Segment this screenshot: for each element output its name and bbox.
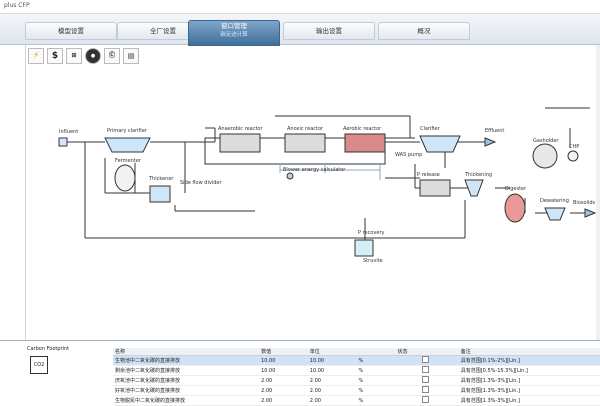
main-tabs: 模型设置 全厂设置 窗口管理碳足迹计算 输出设置 概况: [0, 14, 600, 46]
anaerobic-reactor[interactable]: [219, 133, 261, 153]
p-recovery-unit[interactable]: [354, 239, 374, 257]
label-biosolids: Biosolids: [573, 200, 596, 206]
table-header: 名称 数值 单位 状态 备注: [113, 348, 600, 356]
p-release-tank[interactable]: [419, 179, 451, 197]
aerobic-reactor[interactable]: [344, 133, 386, 153]
title-bar: plus CFP: [0, 0, 600, 14]
label-clarifier: Clarifier: [420, 126, 440, 132]
label-chp: CHP: [569, 144, 580, 150]
influent-node[interactable]: [58, 137, 68, 147]
blower-energy-calculator[interactable]: [286, 172, 294, 180]
fermenter[interactable]: [114, 164, 136, 192]
flow-diagram: [58, 107, 597, 257]
row-checkbox[interactable]: [421, 386, 429, 393]
tab-model-settings[interactable]: 模型设置: [25, 22, 117, 40]
label-blower-energy: Blower energy calculator: [283, 167, 346, 173]
digester[interactable]: [504, 193, 526, 223]
footprint-label: Carbon Footprint: [27, 346, 70, 352]
chp-unit[interactable]: [567, 150, 579, 162]
lightning-icon[interactable]: ⚡: [28, 48, 44, 64]
label-thickener: Thickener: [149, 176, 174, 182]
label-primary-clarifier: Primary clarifier: [107, 128, 147, 134]
tab-window-management[interactable]: 窗口管理碳足迹计算: [188, 20, 280, 46]
footprint-icon[interactable]: CO2: [30, 356, 48, 374]
dewatering-unit[interactable]: [544, 207, 566, 221]
process-flow-canvas[interactable]: Influent Primary clarifier Fermenter Thi…: [25, 68, 600, 338]
label-fermenter: Fermenter: [115, 158, 141, 164]
right-scrollbar[interactable]: [596, 45, 600, 340]
label-p-release: P release: [417, 172, 440, 178]
label-digester: Digester: [505, 186, 527, 192]
gasholder[interactable]: [532, 143, 558, 169]
effluent-node[interactable]: [484, 137, 497, 147]
label-effluent: Effluent: [485, 128, 505, 134]
tab-overview[interactable]: 概况: [378, 22, 470, 40]
toolbar: ⚡ $ ⊞ ● Ⓒ ▤: [28, 48, 139, 66]
row-checkbox[interactable]: [421, 376, 429, 383]
record-icon[interactable]: ●: [85, 48, 101, 64]
label-anaerobic-reactor: Anaerobic reactor: [218, 126, 263, 132]
footprint-icon[interactable]: Ⓒ: [104, 48, 120, 64]
label-thickening: Thickening: [465, 172, 493, 178]
thickener[interactable]: [149, 185, 171, 203]
label-dewatering: Dewatering: [540, 198, 569, 204]
anoxic-reactor[interactable]: [284, 133, 326, 153]
row-checkbox[interactable]: [421, 356, 429, 363]
secondary-clarifier[interactable]: [419, 135, 461, 153]
biosolids-node[interactable]: [584, 208, 597, 218]
label-p-recovery: P recovery: [358, 230, 385, 236]
row-checkbox[interactable]: [421, 366, 429, 373]
unit-icon[interactable]: ⊞: [66, 48, 82, 64]
label-influent: Influent: [59, 129, 79, 135]
left-panel: [0, 45, 26, 340]
label-gasholder: Gasholder: [533, 138, 559, 144]
tab-output-settings[interactable]: 输出设置: [283, 22, 375, 40]
dollar-icon[interactable]: $: [47, 48, 63, 64]
label-was-pump: WAS pump: [395, 152, 423, 158]
label-anoxic-reactor: Anoxic reactor: [287, 126, 324, 132]
thickening-unit[interactable]: [464, 179, 484, 197]
label-side-flow-divider: Side flow divider: [180, 180, 222, 186]
label-struvite: Struvite: [363, 258, 383, 264]
report-icon[interactable]: ▤: [123, 48, 139, 64]
label-aerobic-reactor: Aerobic reactor: [343, 126, 382, 132]
window-title: plus CFP: [4, 2, 30, 9]
primary-clarifier[interactable]: [104, 137, 151, 153]
